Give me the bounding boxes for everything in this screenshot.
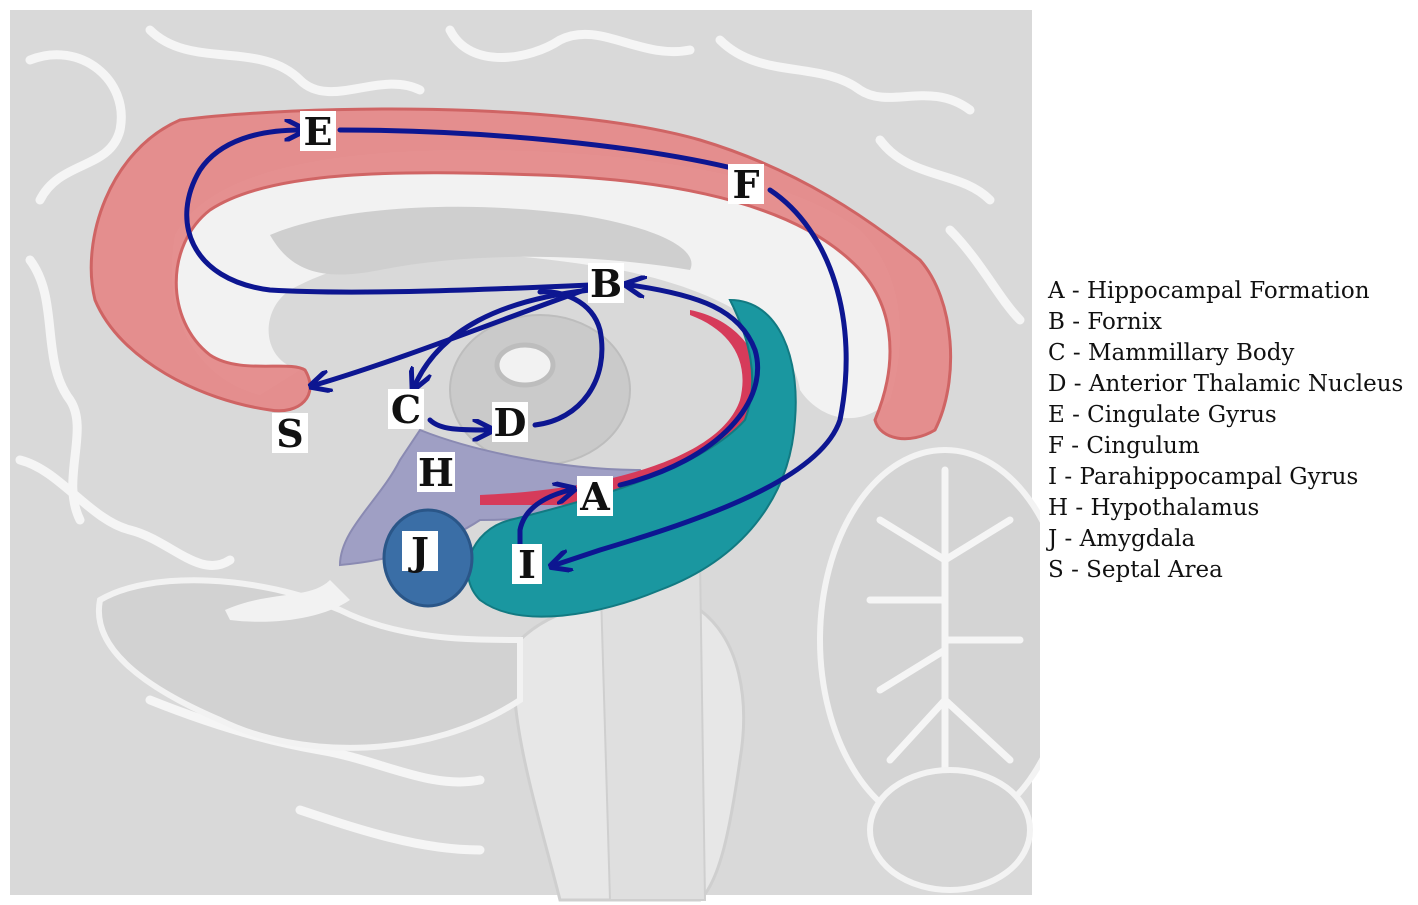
svg-text:I: I bbox=[518, 542, 536, 587]
arrow-b-to-e bbox=[184, 130, 593, 295]
label-j: J bbox=[402, 529, 438, 574]
arrow-a-to-b bbox=[617, 285, 761, 488]
label-b: B bbox=[588, 261, 624, 306]
legend-item-s: S - Septal Area bbox=[1048, 557, 1223, 583]
svg-text:E: E bbox=[304, 109, 333, 154]
svg-text:A: A bbox=[579, 474, 610, 519]
label-d: D bbox=[492, 400, 528, 445]
svg-text:C: C bbox=[391, 387, 421, 432]
legend-item-h: H - Hypothalamus bbox=[1048, 495, 1260, 521]
arrow-c-to-d bbox=[427, 417, 488, 430]
legend-item-i: I - Parahippocampal Gyrus bbox=[1048, 464, 1359, 490]
label-s: S bbox=[272, 411, 308, 456]
legend-item-j: J - Amygdala bbox=[1048, 526, 1196, 552]
label-c: C bbox=[388, 387, 424, 432]
hippocampal-formation bbox=[466, 298, 797, 618]
pons bbox=[598, 559, 707, 901]
legend-item-a: A - Hippocampal Formation bbox=[1048, 278, 1370, 304]
brain-diagram: E F B C D S H A J I bbox=[10, 10, 1040, 902]
svg-text:F: F bbox=[733, 162, 760, 207]
legend-item-c: C - Mammillary Body bbox=[1048, 340, 1295, 366]
svg-text:D: D bbox=[494, 400, 527, 445]
label-e: E bbox=[300, 109, 336, 154]
label-i: I bbox=[512, 542, 542, 587]
svg-text:H: H bbox=[418, 450, 454, 495]
legend-item-e: E - Cingulate Gyrus bbox=[1048, 402, 1277, 428]
legend-item-b: B - Fornix bbox=[1048, 309, 1162, 335]
optic-chiasm bbox=[225, 580, 350, 622]
label-a: A bbox=[577, 474, 613, 519]
svg-text:B: B bbox=[590, 261, 622, 306]
legend-item-d: D - Anterior Thalamic Nucleus bbox=[1048, 371, 1404, 397]
cerebellum bbox=[817, 447, 1040, 893]
arrow-e-to-f bbox=[337, 127, 743, 173]
legend: A - Hippocampal Formation B - Fornix C -… bbox=[1048, 276, 1403, 586]
arrow-f-to-i bbox=[555, 187, 849, 565]
lateral-ventricle bbox=[270, 206, 692, 275]
arrow-d-to-b bbox=[532, 289, 605, 428]
arrow-i-to-a bbox=[517, 490, 570, 548]
label-h: H bbox=[417, 450, 455, 495]
svg-text:J: J bbox=[408, 529, 429, 574]
interthalamic-adhesion bbox=[494, 342, 556, 388]
temporal-lobe bbox=[95, 577, 523, 751]
svg-text:S: S bbox=[276, 411, 303, 456]
legend-item-f: F - Cingulum bbox=[1048, 433, 1200, 459]
label-f: F bbox=[728, 162, 764, 207]
papez-circuit-arrows bbox=[184, 127, 849, 565]
